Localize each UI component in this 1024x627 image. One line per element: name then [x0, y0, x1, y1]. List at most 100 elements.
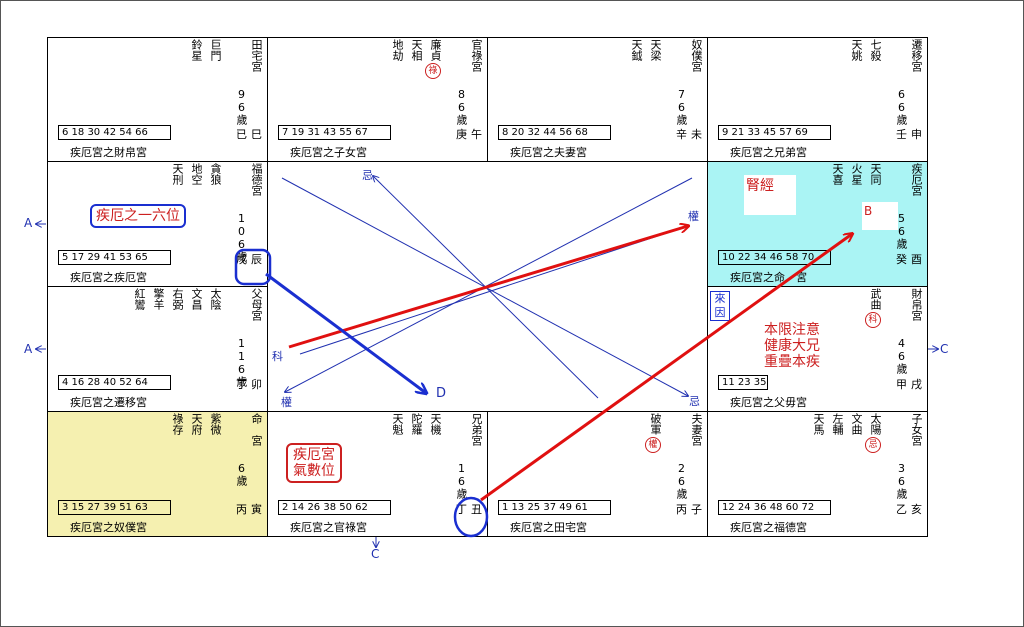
star-name: 地劫 — [391, 39, 404, 61]
a-marker-top: A — [24, 216, 33, 230]
chou-circle — [453, 496, 489, 538]
laiyin-label: 來因 — [710, 291, 730, 321]
palace-age: 6歲 — [235, 462, 248, 486]
b-mark: B — [862, 202, 898, 230]
palace-stars: 太陽忌文曲左輔天馬 — [805, 413, 882, 453]
ke-marker: 科 — [272, 350, 283, 363]
star-name: 天梁 — [649, 39, 662, 61]
star-name: 破軍 — [649, 413, 662, 435]
palace-age: 86歲 — [455, 88, 468, 125]
star-name: 巨門 — [209, 39, 222, 61]
palace-stem: 丙 — [236, 503, 247, 516]
cross-line-4 — [299, 225, 689, 355]
palace-branch: 卯 — [251, 378, 262, 391]
decade-numbers: 5 17 29 41 53 65 — [58, 250, 171, 265]
ji-marker-2: 忌 — [689, 395, 700, 408]
star-name: 陀羅 — [410, 413, 423, 435]
star-name: 文昌 — [190, 288, 203, 310]
star-name: 鈴星 — [190, 39, 203, 61]
palace-name: 福德宮 — [250, 163, 263, 196]
blue-arrow-chen-to-d — [265, 272, 426, 393]
red-arrow-chou-to-you — [480, 234, 852, 502]
palace-stem: 壬 — [896, 128, 907, 141]
note-line3: 重疊本疾 — [764, 354, 820, 370]
sihua-badge: 祿 — [425, 63, 441, 79]
star-name: 太陽 — [869, 413, 882, 435]
palace-stem: 丙 — [676, 503, 687, 516]
palace-stars: 破軍權 — [642, 413, 662, 453]
palace-stars: 貪狼地空天刑 — [164, 163, 222, 185]
palace-name: 遷移宮 — [910, 39, 923, 72]
palace-name: 夫妻宮 — [690, 413, 703, 446]
sihua-badge: 忌 — [865, 437, 881, 453]
palace-footer: 疾厄宮之疾厄宮 — [70, 271, 147, 284]
decade-numbers: 9 21 33 45 57 69 — [718, 125, 831, 140]
decade-numbers: 10 22 34 46 58 70 — [718, 250, 831, 265]
palace-stars: 天機陀羅天魁 — [384, 413, 442, 435]
palace-name: 子女宮 — [910, 413, 923, 446]
palace-branch: 辰 — [251, 253, 262, 266]
palace-stem: 庚 — [456, 128, 467, 141]
star-name: 紫微 — [209, 413, 222, 435]
star-name: 貪狼 — [209, 163, 222, 185]
palace-branch: 申 — [911, 128, 922, 141]
palace-branch: 酉 — [911, 253, 922, 266]
palace-footer: 疾厄宮之遷移宮 — [70, 396, 147, 409]
palace-name: 官祿宮 — [470, 39, 483, 72]
palace-stars: 巨門鈴星 — [183, 39, 222, 61]
palace-stem: 已 — [236, 128, 247, 141]
palace-stem: 乙 — [896, 503, 907, 516]
palace-footer: 疾厄宮之子女宮 — [290, 146, 367, 159]
star-name: 武曲 — [869, 288, 882, 310]
star-name: 天刑 — [171, 163, 184, 185]
palace-age: 66歲 — [895, 88, 908, 125]
palace-name: 兄弟宮 — [470, 413, 483, 446]
red-arrow-ke-to-quan — [288, 226, 688, 349]
palace-branch: 午 — [471, 128, 482, 141]
decade-numbers: 1 13 25 37 49 61 — [498, 500, 611, 515]
palace-branch: 亥 — [911, 503, 922, 516]
star-name: 天馬 — [812, 413, 825, 435]
palace-age: 76歲 — [675, 88, 688, 125]
palace-branch: 寅 — [251, 503, 262, 516]
palace-stars: 天同火星天喜 — [824, 163, 882, 185]
palace-stars: 天梁天鉞 — [623, 39, 662, 61]
palace-age: 116歲 — [235, 337, 248, 387]
palace-age: 26歲 — [675, 462, 688, 499]
star-name: 右弼 — [171, 288, 184, 310]
palace-footer: 疾厄宮之福德宮 — [730, 521, 807, 534]
star-name: 七殺 — [869, 39, 882, 61]
palace-branch: 戌 — [911, 378, 922, 391]
star-name: 天喜 — [831, 163, 844, 185]
note-line2: 健康大兄 — [764, 338, 820, 354]
palace-stem: 癸 — [896, 253, 907, 266]
palace-footer: 疾厄宮之兄弟宮 — [730, 146, 807, 159]
star-name: 天姚 — [850, 39, 863, 61]
sihua-badge: 科 — [865, 312, 881, 328]
quan-marker-2: 權 — [281, 396, 292, 409]
palace-branch: 子 — [691, 503, 702, 516]
star-name: 廉貞 — [429, 39, 442, 61]
d-marker: D — [436, 386, 447, 401]
shenjing-label: 腎經 — [744, 175, 796, 215]
palace-branch: 丑 — [471, 503, 482, 516]
palace-name: 田宅宮 — [250, 39, 263, 72]
palace-shen: 遷移宮 66歲壬申 七殺天姚 9 21 33 45 57 69 疾厄宮之兄弟宮 — [707, 37, 928, 162]
star-name: 天相 — [410, 39, 423, 61]
star-name: 左輔 — [831, 413, 844, 435]
palace-age: 56歲 — [895, 212, 908, 249]
palace-stem: 丁 — [236, 378, 247, 391]
qishu-line2: 氣數位 — [293, 463, 335, 479]
quan-marker: 權 — [688, 210, 699, 223]
palace-name: 疾厄宮 — [910, 163, 923, 196]
palace-stem: 丁 — [456, 503, 467, 516]
palace-age: 36歲 — [895, 462, 908, 499]
qishu-line1: 疾厄宮 — [293, 447, 335, 463]
decade-numbers: 11 23 35 — [718, 375, 768, 390]
decade-numbers: 8 20 32 44 56 68 — [498, 125, 611, 140]
